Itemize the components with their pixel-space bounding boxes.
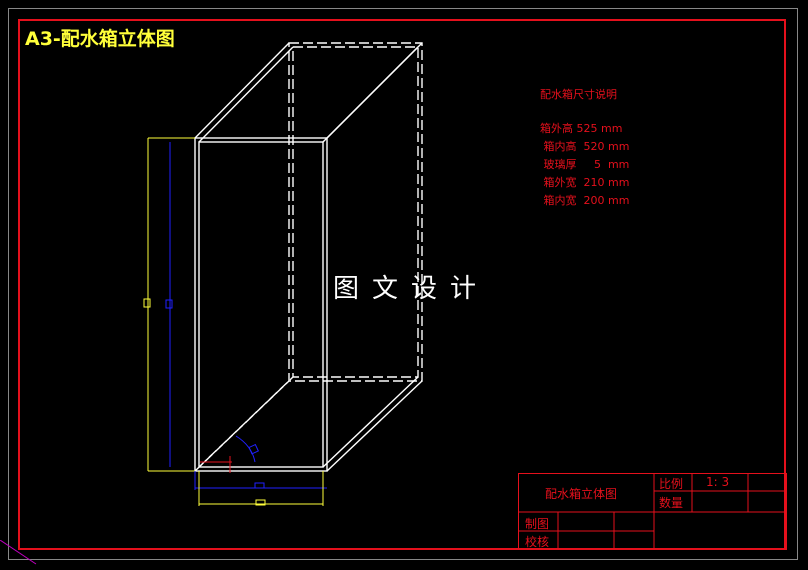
dimension-notes-heading: 配水箱尺寸说明 (540, 88, 617, 101)
drawn-by-label: 制图 (525, 517, 550, 531)
outer-width-dimension (198, 471, 324, 506)
watermark: 图文设计 (333, 274, 490, 304)
title-block: 配水箱立体图 比例 1: 3 数量 制图 校核 (518, 473, 787, 550)
drawing-name: 配水箱立体图 (545, 487, 618, 501)
scale-value: 1: 3 (706, 475, 730, 489)
inner-width-dimension (194, 471, 327, 490)
inner-height-dimension (165, 142, 173, 467)
glass-thickness-mark (200, 456, 232, 473)
dimension-row: 玻璃厚 5 mm (540, 158, 630, 171)
tank-depth-edges (194, 42, 423, 472)
checked-by-label: 校核 (525, 535, 550, 549)
dimension-row: 箱外宽 210 mm (540, 176, 630, 189)
sheet-outer-border (8, 8, 798, 560)
dimension-row: 箱外高 525 mm (540, 122, 623, 135)
dimension-row: 箱内高 520 mm (540, 140, 630, 153)
sheet-title: A3-配水箱立体图 (25, 28, 175, 50)
title-block-grid (518, 473, 787, 550)
tank-back-face (288, 42, 423, 382)
quantity-label: 数量 (659, 496, 684, 510)
angle-mark (235, 435, 259, 463)
sheet-frame (18, 19, 786, 550)
scale-label: 比例 (659, 477, 684, 491)
tank-front-face (194, 137, 328, 472)
height-dimension (143, 137, 195, 472)
dimension-notes: 配水箱尺寸说明 箱外高 525 mm 箱内高 520 mm 玻璃厚 5 mm 箱… (540, 86, 629, 210)
corner-mark (0, 540, 37, 565)
dimension-row: 箱内宽 200 mm (540, 194, 630, 207)
tank-hidden-edges (194, 376, 294, 472)
